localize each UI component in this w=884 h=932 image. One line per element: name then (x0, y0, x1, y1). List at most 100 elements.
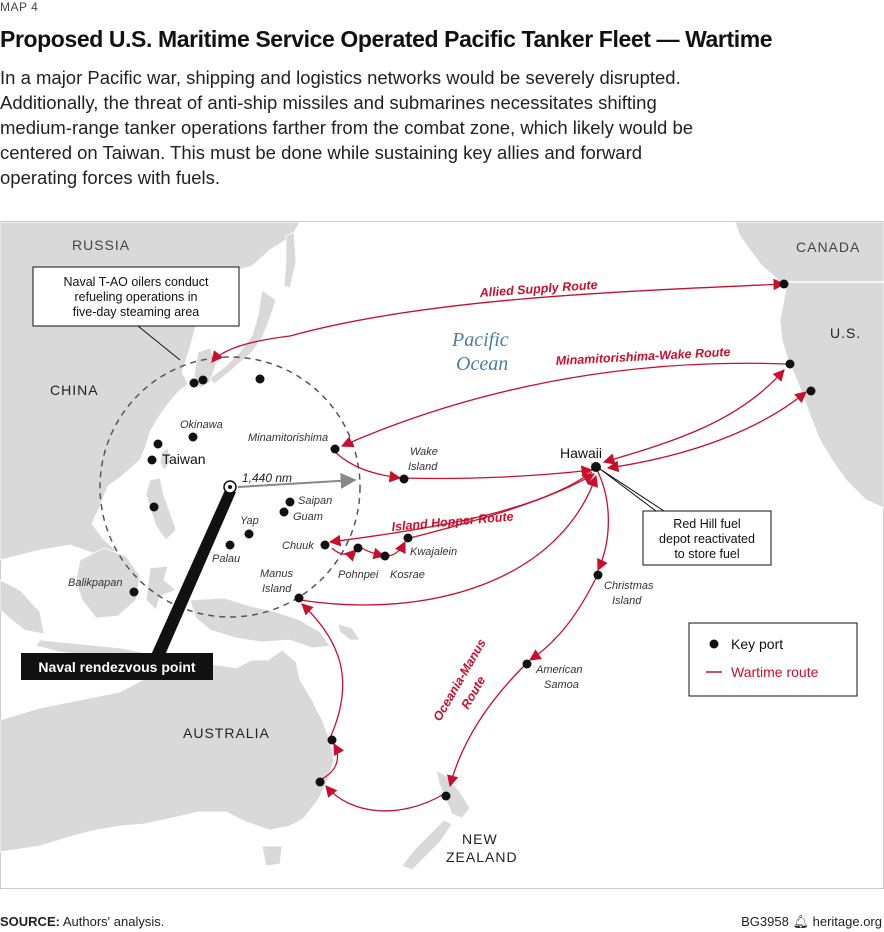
rendezvous-label: Naval rendezvous point (38, 659, 195, 675)
port-marker-yap (244, 529, 254, 539)
region-label-australia: AUSTRALIA (183, 725, 270, 741)
port-label-minamitorishima: Minamitorishima (248, 432, 328, 444)
new-guinea (189, 597, 331, 649)
port-label-manus-island: Island (262, 583, 292, 595)
port-marker-saipan (285, 497, 295, 507)
region-label-china: CHINA (50, 382, 99, 398)
site-link[interactable]: heritage.org (812, 914, 882, 929)
solomon-islands (337, 623, 361, 641)
port-label-okinawa: Okinawa (180, 419, 223, 431)
port-marker-minamitorishima (330, 444, 340, 454)
oilers-callout-box (32, 266, 240, 327)
port-marker-korea-1 (189, 378, 199, 388)
new-zealand-south (401, 819, 453, 871)
port-marker-canada (779, 279, 789, 289)
red-hill-callout-line: Red Hill fuel (673, 517, 740, 531)
legend-key-port-marker (709, 639, 719, 649)
australia-manus-segment (301, 603, 344, 739)
page-title: Proposed U.S. Maritime Service Operated … (0, 26, 773, 52)
port-marker-us-west-2 (806, 386, 816, 396)
philippines (145, 477, 177, 541)
description-line: centered on Taiwan. This must be done wh… (0, 142, 643, 163)
source-label: SOURCE: (0, 914, 60, 929)
oilers-callout-line: refueling operations in (75, 290, 198, 304)
port-marker-pohnpei (353, 543, 363, 553)
port-label-guam: Guam (293, 511, 323, 523)
oilers-callout-line: Naval T-AO oilers conduct (64, 275, 209, 289)
rendezvous-pointer (151, 490, 236, 655)
ocean-label-ocean: Ocean (456, 353, 508, 375)
port-marker-japan (255, 374, 265, 384)
port-marker-samoa (522, 659, 532, 669)
region-label-canada: CANADA (796, 239, 860, 255)
rendezvous-label-box (21, 653, 213, 680)
port-marker-us-west-1 (785, 359, 795, 369)
description-line: In a major Pacific war, shipping and log… (0, 67, 681, 88)
port-label-samoa: Samoa (544, 679, 579, 691)
credit-line: BG3958 🔔︎ heritage.org (741, 914, 882, 930)
hawaii-christmas-route-line (596, 469, 609, 572)
taiwan-island (159, 447, 171, 471)
port-label-saipan: Saipan (298, 495, 332, 507)
sulawesi (145, 565, 177, 611)
port-marker-palau (225, 540, 235, 550)
port-label-taiwan: Taiwan (162, 451, 206, 467)
australia (0, 649, 335, 853)
port-marker-kosrae (380, 551, 390, 561)
port-label-balikpapan: Balikpapan (68, 577, 122, 589)
port-marker-taiwan (147, 455, 157, 465)
chuuk-pohnpei-segment (331, 547, 357, 562)
port-marker-christmas (593, 570, 603, 580)
red-hill-callout-line: depot reactivated (659, 532, 755, 546)
port-marker-manus (294, 593, 304, 603)
island-hopper-route-line (328, 471, 593, 547)
port-label-christmas: Christmas (604, 580, 654, 592)
port-marker-australia-2 (315, 777, 325, 787)
map-svg: RUSSIA CANADA CHINA U.S. AUSTRALIA NEW Z… (0, 221, 884, 889)
port-marker-balikpapan (129, 587, 139, 597)
description-line: medium-range tanker operations farther f… (0, 117, 694, 138)
australia-coast-segment (319, 742, 345, 781)
pacific-map: RUSSIA CANADA CHINA U.S. AUSTRALIA NEW Z… (0, 221, 884, 889)
port-label-kosrae: Kosrae (390, 569, 425, 581)
distance-label: 1,440 nm (242, 471, 292, 485)
region-label-us: U.S. (830, 325, 861, 341)
manus-hawaii-route-line (299, 474, 599, 606)
region-label-zealand: ZEALAND (446, 849, 518, 865)
kwajalein-hawaii-segment (409, 473, 596, 539)
port-marker-philippines (149, 502, 159, 512)
red-hill-callout-line: to store fuel (674, 547, 739, 561)
port-label-yap: Yap (240, 515, 259, 527)
wake-hawaii-segment (403, 465, 594, 480)
port-marker-australia-1 (327, 735, 337, 745)
oilers-callout-line: five-day steaming area (73, 305, 200, 319)
port-marker-chuuk (320, 540, 330, 550)
port-label-chuuk: Chuuk (282, 540, 314, 552)
port-label-hawaii: Hawaii (560, 445, 602, 461)
port-label-palau: Palau (212, 553, 240, 565)
port-marker-korea-2 (198, 375, 208, 385)
port-label-wake-island: Island (408, 461, 438, 473)
christmas-samoa-segment (529, 577, 597, 661)
distance-arrow (237, 472, 357, 489)
region-label-russia: RUSSIA (72, 237, 130, 253)
port-label-christmas-island: Island (612, 595, 642, 607)
port-label-wake: Wake (410, 446, 438, 458)
source-text: Authors' analysis. (62, 914, 165, 929)
tasmania (261, 845, 283, 867)
port-label-american: American (535, 664, 582, 676)
allied-supply-route-line (211, 278, 786, 363)
red-hill-callout-box (642, 510, 772, 566)
port-marker-guam (279, 507, 289, 517)
port-label-kwajalein: Kwajalein (410, 546, 457, 558)
ocean-label-pacific: Pacific (451, 329, 509, 351)
report-id: BG3958 (741, 914, 789, 929)
north-america (734, 221, 884, 509)
minamitorishima-wake-segment (334, 451, 402, 483)
port-marker-hawaii (591, 462, 601, 472)
port-marker-new-zealand (441, 791, 451, 801)
port-marker-china (153, 439, 163, 449)
port-marker-okinawa (188, 432, 198, 442)
description-line: operating forces with fuels. (0, 167, 221, 188)
oilers-callout-pointer (137, 325, 181, 361)
